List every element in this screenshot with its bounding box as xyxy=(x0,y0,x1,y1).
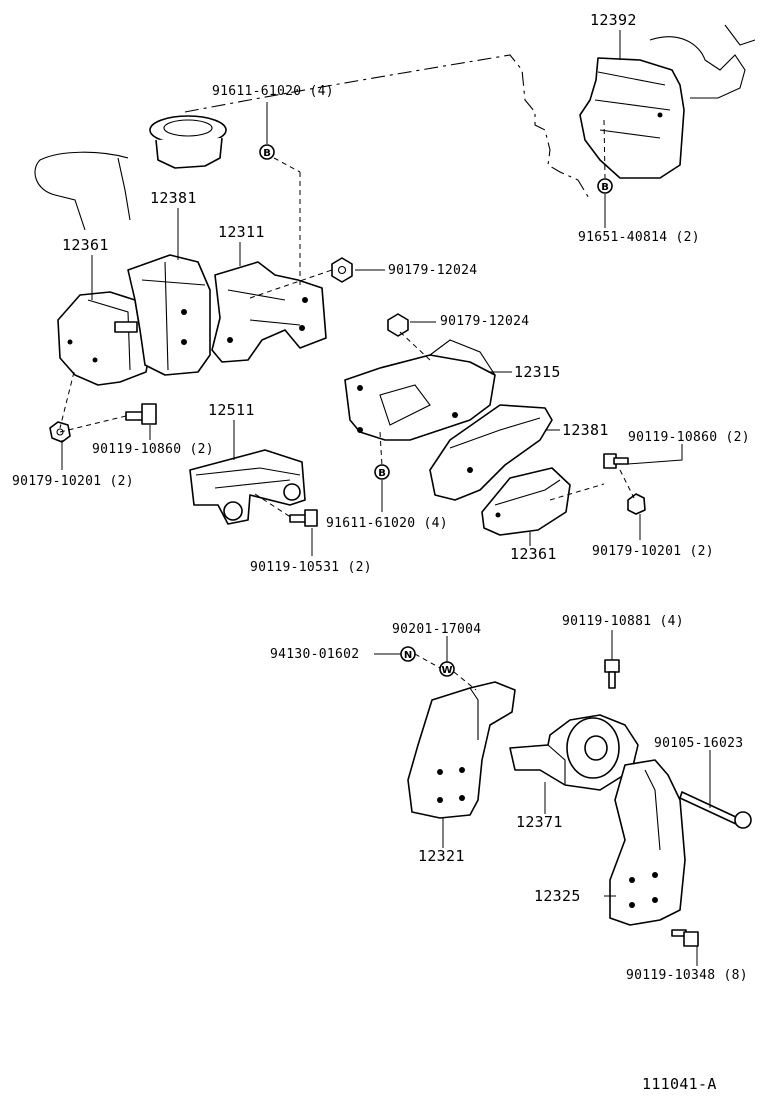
label-90119-10881: 90119-10881 (4) xyxy=(562,614,684,629)
label-90119-10860-left: 90119-10860 (2) xyxy=(92,442,214,457)
left-mount-insulator xyxy=(57,291,151,386)
bracket-12321 xyxy=(407,681,516,819)
label-12325: 12325 xyxy=(534,887,581,905)
svg-text:N: N xyxy=(404,650,412,661)
nut-90179-10201-right xyxy=(627,493,646,515)
dashed-assembly-lines xyxy=(59,119,635,691)
label-12381-right: 12381 xyxy=(562,421,609,439)
label-90179-12024-a: 90179-12024 xyxy=(388,263,478,278)
bolt-90119-10860-left xyxy=(125,403,157,425)
label-90119-10860-right: 90119-10860 (2) xyxy=(628,430,750,445)
label-91611-61020-mid: 91611-61020 (4) xyxy=(326,516,448,531)
label-12361-left: 12361 xyxy=(62,236,109,254)
label-12511: 12511 xyxy=(208,401,255,419)
bolt-90119-10860-right xyxy=(603,453,629,469)
label-12381-left: 12381 xyxy=(150,189,197,207)
bolt-90179-12024-top xyxy=(331,257,353,283)
bolt-90119-10881 xyxy=(604,659,620,689)
label-12311: 12311 xyxy=(218,223,265,241)
label-90105-16023: 90105-16023 xyxy=(654,736,744,751)
bolt-90119-10531 xyxy=(289,509,318,527)
engine-bracket-12315 xyxy=(344,339,496,441)
label-12361-right: 12361 xyxy=(510,545,557,563)
label-12315: 12315 xyxy=(514,363,561,381)
heat-shield-12392 xyxy=(579,24,756,179)
label-90179-12024-b: 90179-12024 xyxy=(440,314,530,329)
mark-n: N xyxy=(400,646,416,662)
label-12321: 12321 xyxy=(418,847,465,865)
engine-bracket-12311 xyxy=(211,261,327,363)
mark-w: W xyxy=(439,661,455,677)
bracket-12325 xyxy=(609,759,686,926)
label-94130-01602: 94130-01602 xyxy=(270,647,360,662)
label-90201-17004: 90201-17004 xyxy=(392,622,482,637)
mark-b-top: B xyxy=(259,144,275,160)
mark-b-mid: B xyxy=(374,464,390,480)
svg-text:B: B xyxy=(263,148,271,159)
bracket-12511 xyxy=(189,449,306,525)
right-mount-insulator xyxy=(481,467,571,536)
svg-text:B: B xyxy=(601,182,609,193)
label-91651-40814: 91651-40814 (2) xyxy=(578,230,700,245)
label-12392: 12392 xyxy=(590,11,637,29)
figure-reference: 111041-A xyxy=(642,1075,717,1093)
transmission-insulator xyxy=(509,714,639,791)
right-insulator xyxy=(429,404,553,501)
left-insulator xyxy=(127,254,211,376)
label-91611-61020-top: 91611-61020 (4) xyxy=(212,84,334,99)
label-90179-10201-right: 90179-10201 (2) xyxy=(592,544,714,559)
engine-outline xyxy=(184,54,591,201)
svg-text:W: W xyxy=(441,665,452,676)
leader-lines xyxy=(61,30,711,966)
mark-b-right: B xyxy=(597,178,613,194)
bolt-90105-16023 xyxy=(679,791,752,829)
bolt-90119-10348 xyxy=(671,929,699,947)
nut-90179-12024-mid xyxy=(387,313,409,337)
svg-text:B: B xyxy=(378,468,386,479)
label-90119-10531: 90119-10531 (2) xyxy=(250,560,372,575)
label-12371: 12371 xyxy=(516,813,563,831)
filler-cap xyxy=(34,115,227,231)
label-90119-10348: 90119-10348 (8) xyxy=(626,968,748,983)
label-90179-10201-left: 90179-10201 (2) xyxy=(12,474,134,489)
